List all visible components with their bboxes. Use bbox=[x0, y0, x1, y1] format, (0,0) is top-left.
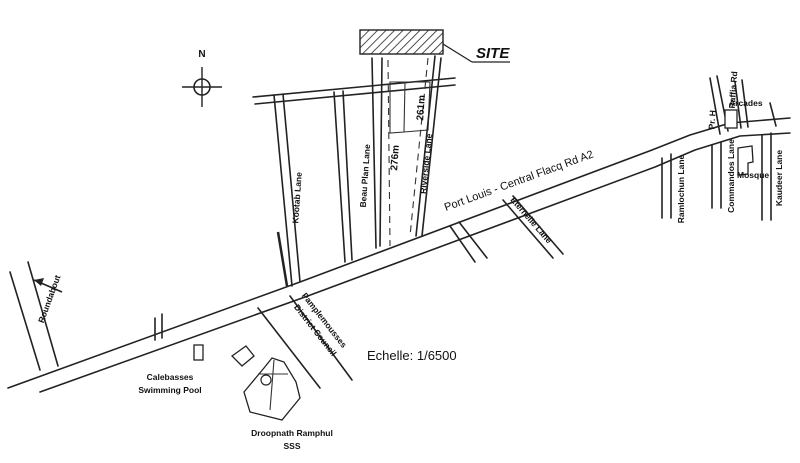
eternelle-lane-label: Eternelle Lane bbox=[508, 195, 554, 246]
right-edge-road bbox=[769, 102, 777, 127]
swimming-pool-building bbox=[193, 344, 204, 361]
kaudeer-lane-label: Kaudeer Lane bbox=[774, 150, 784, 206]
south-stubs bbox=[154, 313, 163, 341]
kaudeer-lane-road bbox=[761, 132, 772, 221]
site-corridor bbox=[371, 55, 436, 249]
calebasses-line2: Swimming Pool bbox=[138, 385, 201, 395]
dimension-276m: 276m bbox=[389, 145, 402, 171]
school-line1: Droopnath Ramphul bbox=[251, 428, 333, 438]
eternelle-lane-road bbox=[502, 195, 564, 259]
beau-plan-lane-road bbox=[333, 90, 353, 263]
northern-cross-road bbox=[252, 77, 456, 105]
commandos-lane-label: Commandos Lane bbox=[726, 139, 736, 213]
school-line2: SSS bbox=[283, 441, 300, 451]
ramlochun-lane-road bbox=[661, 153, 672, 219]
riverside-lane-label: Riverside Lane bbox=[418, 133, 434, 194]
kootab-lane-label: Kootab Lane bbox=[290, 172, 304, 224]
raffia-rd-label: Raffia Rd bbox=[727, 71, 740, 109]
school-complex bbox=[230, 345, 301, 421]
arcades-label: Arcades bbox=[729, 98, 763, 108]
site-parcel bbox=[359, 29, 444, 55]
scale-label: Echelle: 1/6500 bbox=[367, 348, 457, 363]
south-short-road bbox=[449, 221, 488, 263]
calebasses-line1: Calebasses bbox=[147, 372, 194, 382]
site-leader bbox=[442, 43, 510, 63]
kootab-lane-road bbox=[273, 93, 301, 287]
riverside-lane-road bbox=[421, 57, 442, 237]
pr-h-label: Pr. H bbox=[706, 110, 717, 130]
mosque-building bbox=[737, 145, 754, 176]
district-council-lane bbox=[257, 295, 353, 389]
roundabout-arrow-icon bbox=[33, 278, 63, 293]
beau-plan-lane-label: Beau Plan Lane bbox=[358, 144, 372, 208]
arcades-building bbox=[724, 109, 738, 129]
commandos-lane-road bbox=[711, 141, 722, 209]
lower-left-road bbox=[9, 261, 59, 371]
dimension-261m: 261m bbox=[415, 95, 428, 121]
north-label: N bbox=[198, 49, 205, 60]
mosque-label: Mosque bbox=[737, 170, 769, 180]
ramlochun-lane-label: Ramlochun Lane bbox=[676, 154, 686, 223]
site-label: SITE bbox=[476, 45, 510, 62]
compass-icon bbox=[182, 67, 222, 107]
